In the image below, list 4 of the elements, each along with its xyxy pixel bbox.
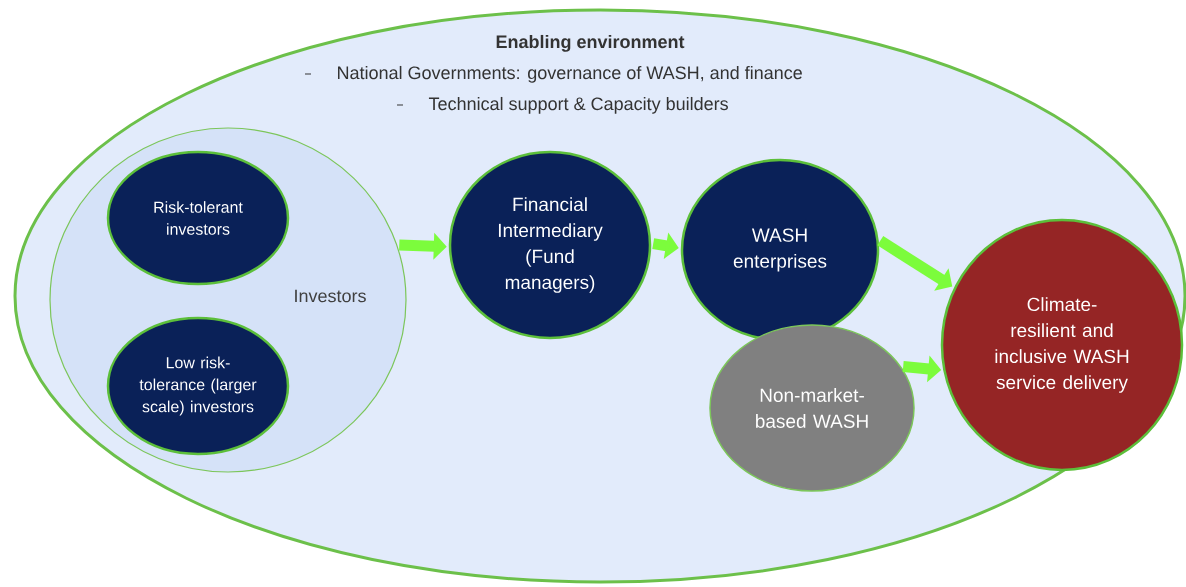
heading: Enabling environment bbox=[496, 34, 685, 52]
bullet-item: Technical support & Capacity builders bbox=[428, 96, 728, 114]
bullet-item: National Governments: governance of WASH, and finance bbox=[338, 65, 802, 83]
group-label: Investors bbox=[295, 289, 366, 303]
